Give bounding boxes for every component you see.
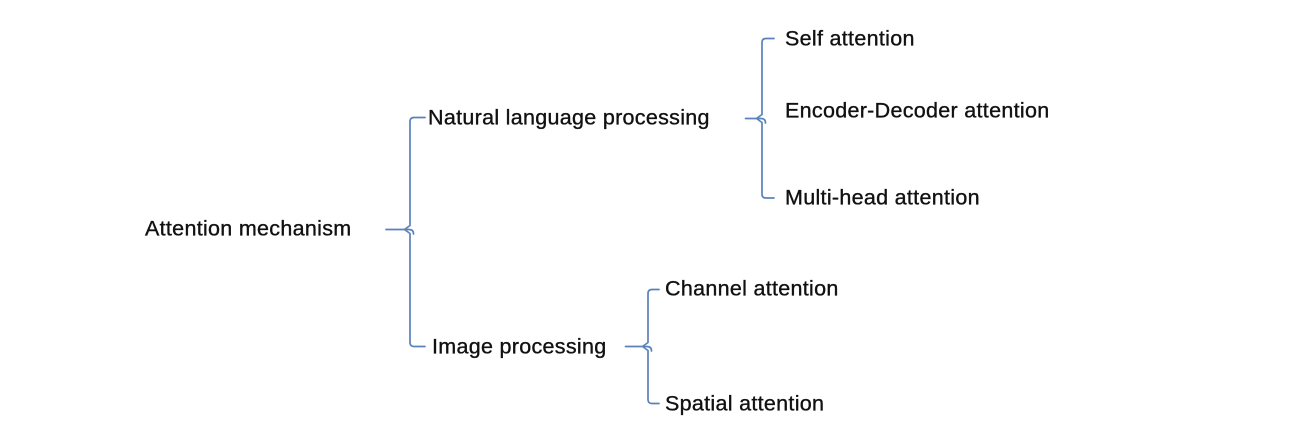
image-connector-line [624, 345, 653, 352]
root-connector-line [385, 228, 415, 235]
tree-node-self-attention: Self attention [785, 26, 915, 50]
tree-node-attention-mechanism: Attention mechanism [145, 216, 352, 240]
tree-node-encoder-decoder-attention: Encoder-Decoder attention [785, 98, 1050, 122]
root-bracket [403, 116, 426, 348]
tree-node-natural-language-processing: Natural language processing [428, 105, 710, 129]
tree-node-channel-attention: Channel attention [665, 276, 839, 300]
nlp-children-bracket [755, 37, 775, 199]
nlp-connector-line [744, 117, 767, 124]
tree-node-spatial-attention: Spatial attention [665, 391, 825, 415]
tree-node-image-processing: Image processing [432, 334, 607, 358]
tree-node-multi-head-attention: Multi-head attention [785, 185, 980, 209]
image-children-bracket [641, 288, 660, 405]
